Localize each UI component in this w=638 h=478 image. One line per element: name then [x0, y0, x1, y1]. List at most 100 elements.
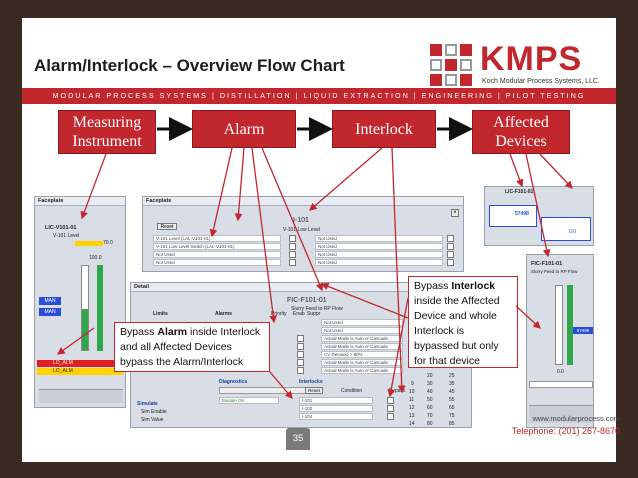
- faceplate-interlock-check-2[interactable]: [289, 243, 296, 250]
- detail-check-3[interactable]: [297, 351, 304, 358]
- faceplate-lic-title: Faceplate: [35, 197, 125, 206]
- detail-rowid-6: 14: [409, 421, 415, 427]
- faceplate-affected: FIC-F101-01 Slurry Feed to RP Flow 57498…: [526, 254, 594, 428]
- detail-supp-header: Suppr: [307, 311, 321, 317]
- flow-alarm: Alarm: [192, 110, 296, 148]
- detail-reset-button[interactable]: Reset: [305, 387, 323, 394]
- faceplate-affected-value[interactable]: 57498: [573, 327, 593, 334]
- faceplate-affected-top-box: [489, 205, 537, 227]
- detail-check-2[interactable]: [297, 343, 304, 350]
- callout-interlock-pre: Bypass: [414, 280, 452, 292]
- footer-phone: Telephone: (201) 267-8670: [511, 426, 620, 436]
- detail-num2-6: 75: [449, 413, 455, 419]
- detail-check-5[interactable]: [297, 367, 304, 374]
- flow-interlock: Interlock: [332, 110, 436, 148]
- faceplate-interlock-reset-button[interactable]: Reset: [157, 223, 177, 230]
- detail-condition-header: Condition: [341, 388, 363, 394]
- tagline-band: MODULAR PROCESS SYSTEMS | DISTILLATION |…: [22, 88, 616, 104]
- logo-text: KMPS: [480, 40, 583, 78]
- detail-rowid-3: 11: [409, 397, 415, 403]
- faceplate-lic-value: 70.0: [103, 240, 113, 246]
- detail-num-7: 80: [427, 421, 433, 427]
- close-icon[interactable]: ×: [451, 209, 459, 217]
- detail-sim-value: Sim Value: [141, 417, 164, 423]
- detail-bypass-check-1[interactable]: [387, 397, 394, 404]
- faceplate-lic-min-button[interactable]: MAN: [39, 308, 61, 316]
- faceplate-lic-alarm-row-2[interactable]: LO_ALM: [37, 368, 123, 375]
- faceplate-affected-sp-bar: [567, 285, 573, 365]
- detail-num-5: 60: [427, 405, 433, 411]
- detail-sim-enable: Sim Enable: [141, 409, 167, 415]
- faceplate-affected-sub: Slurry Feed to RP Flow: [531, 269, 578, 274]
- detail-check-1[interactable]: [297, 335, 304, 342]
- detail-num2-1: 25: [449, 373, 455, 379]
- detail-row-6: Actual Mode is Auto or Cascade: [321, 359, 403, 366]
- faceplate-interlock-right-check-1[interactable]: [447, 235, 454, 242]
- detail-num2-3: 45: [449, 389, 455, 395]
- faceplate-interlock-row-2: V-101 Low Level Switch (LAL-V101-01): [153, 243, 281, 250]
- faceplate-lic-pv: 100.0: [89, 255, 102, 261]
- detail-row-7: Actual Mode is Auto or Cascade: [321, 367, 403, 374]
- callout-alarm-pre: Bypass: [120, 326, 158, 338]
- faceplate-affected-pv: 0.0: [557, 369, 564, 375]
- faceplate-interlock: Faceplate I-101 V-101 Low Level Reset V-…: [142, 196, 464, 272]
- detail-tag: FIC-F101-01: [287, 297, 327, 304]
- detail-diagnostics-tabs[interactable]: [219, 387, 309, 394]
- faceplate-lic-alarm-row[interactable]: LO_ALM: [37, 360, 123, 367]
- faceplate-lic-toolbar: [39, 389, 123, 403]
- faceplate-interlock-right-row-3: Not Used: [315, 251, 443, 258]
- faceplate-affected-top: LIC-F101-01 57498 0.0: [484, 186, 594, 246]
- callout-alarm-post: inside Interlock and all Affected Device…: [120, 326, 261, 368]
- detail-row-4: Actual Mode is Auto or Cascade: [321, 343, 403, 350]
- logo-subtitle: Koch Modular Process Systems, LLC.: [482, 78, 600, 85]
- faceplate-interlock-right-check-4[interactable]: [447, 259, 454, 266]
- callout-interlock-post: inside the Affected Device and whole Int…: [414, 295, 500, 367]
- detail-mode-ok: Module OK: [219, 397, 279, 404]
- faceplate-lic-sp-bar: [97, 265, 103, 351]
- detail-row-2: Not Used: [321, 327, 403, 334]
- detail-interlock-row-2: I-102: [299, 405, 373, 412]
- detail-sub: Slurry Feed to RP Flow: [291, 306, 343, 312]
- faceplate-interlock-right-check-2[interactable]: [447, 243, 454, 250]
- faceplate-interlock-check-1[interactable]: [289, 235, 296, 242]
- detail-num-1: 20: [427, 373, 433, 379]
- faceplate-interlock-right-row-1: Not Used: [315, 235, 443, 242]
- logo-grid-icon: [430, 44, 476, 86]
- faceplate-lic-gauge-fill: [82, 309, 88, 350]
- kmps-logo: KMPS Koch Modular Process Systems, LLC.: [430, 40, 610, 90]
- detail-check-4[interactable]: [297, 359, 304, 366]
- faceplate-lic: Faceplate LIC-V101-01 V-101 Level 70.0 1…: [34, 196, 126, 408]
- detail-interlock-row-1: I-101: [299, 397, 373, 404]
- faceplate-affected-tag: FIC-F101-01: [531, 261, 563, 267]
- detail-interlocks-header: Interlocks: [299, 379, 323, 385]
- detail-num2-2: 35: [449, 381, 455, 387]
- detail-num-3: 40: [427, 389, 433, 395]
- detail-num2-7: 85: [449, 421, 455, 427]
- callout-alarm-bold: Alarm: [157, 326, 188, 338]
- detail-row-1: Not Used: [321, 319, 403, 326]
- faceplate-affected-gauge: [555, 285, 563, 365]
- faceplate-interlock-right-check-3[interactable]: [447, 251, 454, 258]
- faceplate-interlock-check-3[interactable]: [289, 251, 296, 258]
- faceplate-lic-max-button[interactable]: MAN: [39, 297, 61, 305]
- faceplate-interlock-check-4[interactable]: [289, 259, 296, 266]
- detail-bypass-header: Bypass: [389, 388, 406, 394]
- faceplate-interlock-tag: I-101: [293, 217, 309, 224]
- faceplate-affected-top-value-2: 0.0: [569, 229, 576, 235]
- faceplate-affected-top-value: 57498: [515, 211, 529, 217]
- faceplate-lic-sub: V-101 Level: [53, 233, 80, 239]
- detail-bypass-check-2[interactable]: [387, 405, 394, 412]
- footer-url[interactable]: www.modularprocess.com: [532, 414, 620, 423]
- faceplate-interlock-row-3: Not Used: [153, 251, 281, 258]
- detail-rowid-1: 9: [411, 381, 414, 387]
- detail-num-4: 50: [427, 397, 433, 403]
- detail-bypass-check-3[interactable]: [387, 413, 394, 420]
- detail-rowid-4: 12: [409, 405, 415, 411]
- detail-rowid-5: 13: [409, 413, 415, 419]
- flow-affected-devices: Affected Devices: [472, 110, 570, 154]
- page-number: 35: [286, 428, 310, 450]
- flow-measuring-instrument: Measuring Instrument: [58, 110, 156, 154]
- faceplate-affected-alarm-row[interactable]: [529, 381, 593, 388]
- detail-alarms-header: Alarms: [215, 311, 232, 317]
- faceplate-lic-value-bar: [75, 241, 103, 246]
